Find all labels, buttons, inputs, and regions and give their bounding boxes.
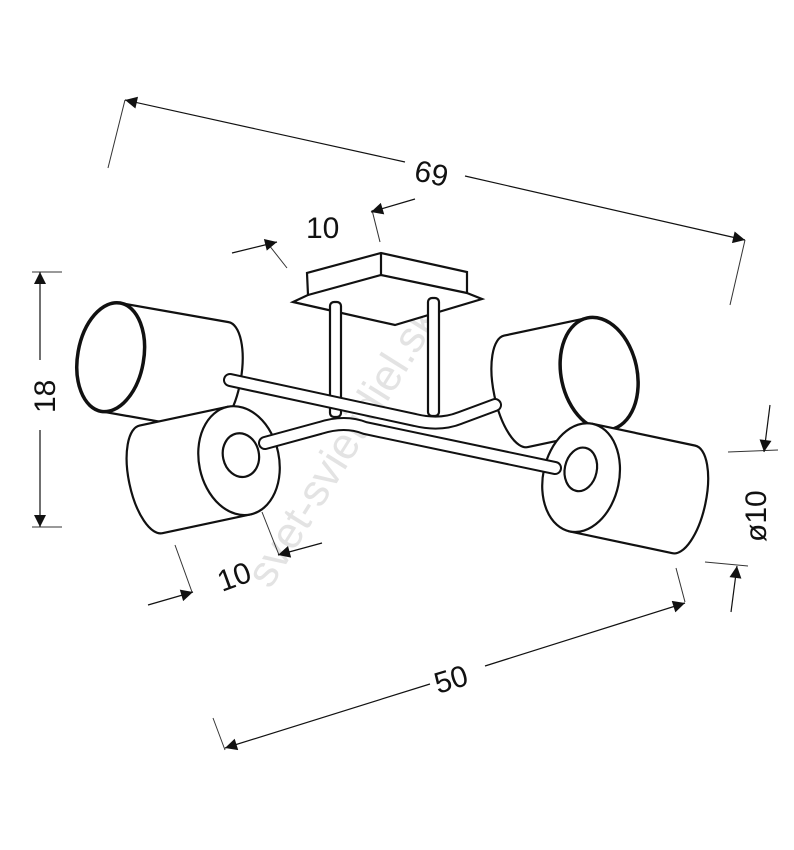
dimension-canopy-width: 10 xyxy=(231,198,416,269)
label-canopy-10: 10 xyxy=(306,212,339,245)
support-rod xyxy=(426,296,441,418)
canopy xyxy=(289,251,486,327)
dimension-overall-width: 69 xyxy=(107,96,746,306)
shade-right-upper xyxy=(490,315,640,449)
label-50: 50 xyxy=(430,659,472,700)
shade-right-lower xyxy=(541,422,710,555)
dimension-height: 18 xyxy=(29,271,62,528)
label-69: 69 xyxy=(412,155,452,194)
shade-left-lower xyxy=(125,405,281,535)
lamp-drawing xyxy=(75,251,710,555)
shade-left-upper xyxy=(75,300,244,432)
label-diameter-10: ø10 xyxy=(740,490,773,542)
dimension-arm-span: 50 xyxy=(212,567,686,751)
support-rod xyxy=(328,300,343,419)
label-18: 18 xyxy=(29,380,62,413)
dimension-shade-diameter: ø10 xyxy=(704,404,779,613)
